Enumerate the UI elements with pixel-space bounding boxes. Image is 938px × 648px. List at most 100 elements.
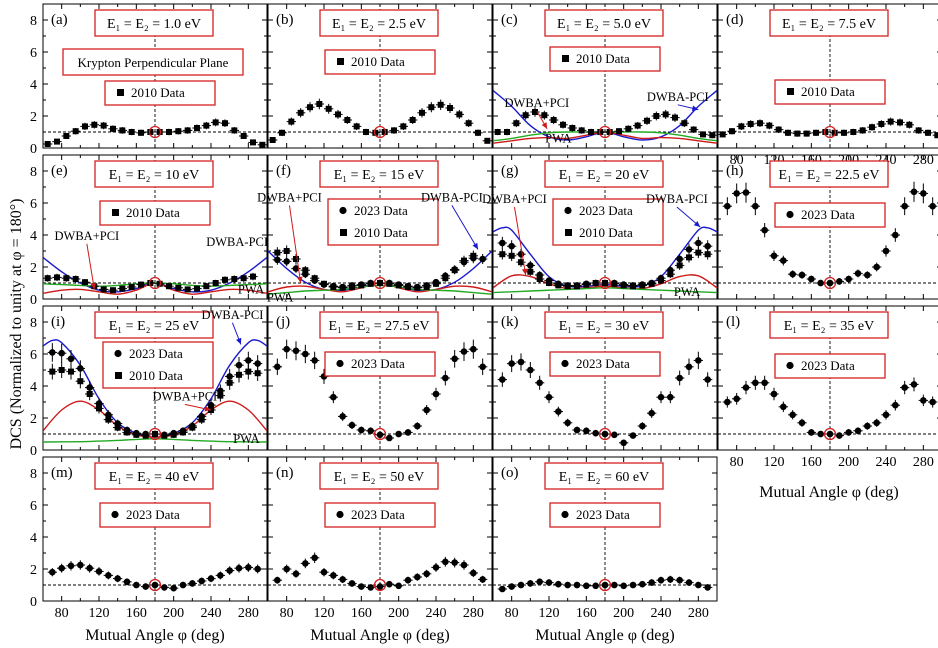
curve-annotation: PWA bbox=[674, 285, 700, 299]
data-point-circle bbox=[845, 275, 852, 283]
data-point-circle bbox=[836, 432, 843, 439]
data-point-square bbox=[794, 130, 801, 137]
curve-annotation: PWA bbox=[267, 290, 293, 304]
legend-marker-circle bbox=[114, 349, 122, 358]
data-point-square bbox=[166, 283, 172, 290]
data-point-square bbox=[574, 283, 580, 290]
data-point-circle bbox=[583, 427, 590, 435]
legend-marker-square bbox=[115, 372, 122, 379]
normalization-point-marker bbox=[373, 578, 387, 592]
energy-label: E₁ = E₂ = 2.5 eV bbox=[332, 17, 426, 32]
data-point-square bbox=[68, 368, 74, 375]
data-point-square bbox=[54, 138, 60, 145]
data-point-circle bbox=[414, 573, 421, 581]
y-tick-label: 8 bbox=[30, 316, 37, 331]
y-tick-label: 2 bbox=[30, 261, 37, 276]
legend-marker-square bbox=[565, 229, 572, 236]
data-point-square bbox=[236, 371, 242, 378]
data-point-circle bbox=[283, 345, 290, 353]
plot-area bbox=[272, 552, 488, 591]
series-2023-data bbox=[272, 552, 488, 591]
data-point-square bbox=[344, 117, 351, 123]
legend-entry-2023: 2023 Data bbox=[801, 207, 855, 222]
data-point-circle bbox=[657, 576, 665, 584]
data-point-circle bbox=[724, 398, 731, 406]
data-point-circle bbox=[517, 581, 525, 589]
normalization-point-marker bbox=[373, 276, 387, 290]
series-2023-data bbox=[272, 339, 488, 442]
legend-marker-square bbox=[112, 209, 119, 216]
legend-marker-square bbox=[787, 88, 794, 95]
data-point-circle bbox=[724, 202, 731, 210]
data-point-square bbox=[110, 125, 116, 132]
annotation-arrow-head bbox=[521, 268, 528, 275]
data-point-square bbox=[44, 141, 51, 147]
data-point-square bbox=[475, 129, 481, 136]
data-point-circle bbox=[235, 361, 243, 369]
data-point-square bbox=[156, 280, 163, 287]
data-point-circle bbox=[583, 582, 590, 590]
data-point-circle bbox=[873, 419, 880, 427]
data-point-square bbox=[906, 121, 913, 128]
curve-annotation: DWBA-PCI bbox=[206, 235, 268, 249]
data-point-square bbox=[138, 129, 144, 136]
data-point-circle bbox=[330, 572, 337, 579]
data-point-circle bbox=[395, 582, 402, 590]
data-point-circle bbox=[527, 580, 534, 587]
data-point-square bbox=[231, 276, 238, 282]
y-tick-label: 4 bbox=[30, 380, 37, 395]
data-point-square bbox=[184, 286, 191, 293]
curve-annotation: DWBA-PCI bbox=[421, 190, 483, 204]
legend-marker-square bbox=[337, 58, 344, 65]
data-point-square bbox=[259, 141, 266, 148]
data-point-square bbox=[541, 112, 548, 119]
data-point-circle bbox=[460, 561, 468, 569]
data-point-circle bbox=[179, 581, 187, 589]
curve-annotation: PWA bbox=[233, 432, 259, 446]
y-tick-label: 4 bbox=[30, 531, 37, 546]
data-point-square bbox=[335, 111, 341, 118]
data-point-circle bbox=[752, 379, 759, 387]
x-tick-label: 80 bbox=[505, 606, 519, 621]
panel-label: (m) bbox=[51, 465, 73, 481]
x-tick-label: 80 bbox=[280, 606, 294, 621]
data-point-square bbox=[630, 283, 636, 290]
curve-annotation: DWBA+PCI bbox=[55, 229, 120, 243]
x-tick-label: 200 bbox=[613, 606, 634, 621]
panel-label: (i) bbox=[51, 314, 65, 330]
data-point-square bbox=[428, 104, 435, 111]
y-tick-label: 2 bbox=[30, 563, 37, 578]
data-point-square bbox=[644, 117, 650, 124]
data-point-square bbox=[138, 281, 144, 288]
data-point-square bbox=[325, 105, 332, 112]
data-point-square bbox=[124, 429, 130, 436]
energy-label: E₁ = E₂ = 20 eV bbox=[559, 168, 649, 183]
data-point-square bbox=[527, 268, 534, 275]
data-point-circle bbox=[910, 381, 918, 388]
plot-area bbox=[268, 98, 492, 144]
legend-entry-2023: 2023 Data bbox=[801, 358, 855, 373]
energy-label: E₁ = E₂ = 50 eV bbox=[334, 470, 424, 485]
data-point-circle bbox=[86, 564, 93, 572]
data-point-circle bbox=[367, 584, 374, 591]
data-point-circle bbox=[320, 568, 328, 576]
data-point-square bbox=[414, 284, 421, 291]
data-point-square bbox=[240, 133, 247, 139]
energy-label: E₁ = E₂ = 22.5 eV bbox=[779, 168, 880, 183]
legend-entry-2023: 2023 Data bbox=[126, 507, 180, 522]
plot-area bbox=[493, 89, 717, 144]
data-point-circle bbox=[873, 263, 880, 271]
data-point-square bbox=[813, 129, 819, 136]
energy-label: E₁ = E₂ = 35 eV bbox=[784, 319, 874, 334]
data-point-circle bbox=[639, 422, 646, 430]
data-point-square bbox=[456, 111, 463, 118]
y-tick-label: 0 bbox=[30, 142, 37, 157]
data-point-circle bbox=[404, 429, 412, 436]
